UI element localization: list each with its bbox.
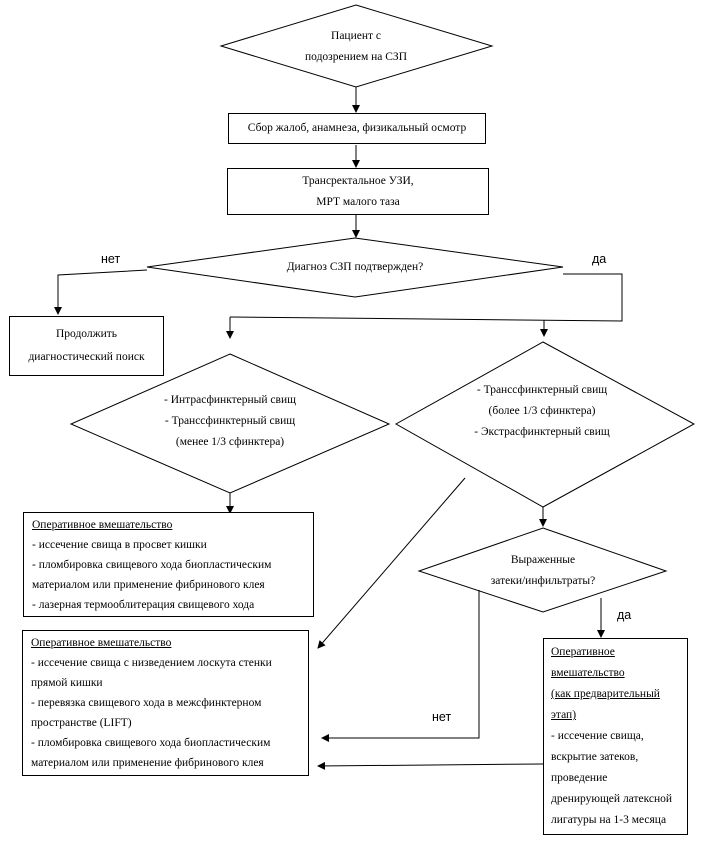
imaging-line-2: МРТ малого таза (316, 195, 400, 208)
surgery-3-title-line: Оперативное (551, 646, 615, 658)
surgery-box-3: Оперативное вмешательство (как предварит… (543, 638, 688, 835)
surgery-3-item: вскрытие затеков, (551, 751, 639, 763)
decision-abscess-text: Выраженные затеки/инфильтраты? (491, 550, 595, 592)
surgery-2-item: - иссечение свища с низведением лоскута … (31, 657, 272, 669)
surgery-2-item: - пломбировка свищевого хода биопластиче… (31, 737, 271, 749)
surgery-1-item: - пломбировка свищевого хода биопластиче… (32, 559, 272, 571)
surgery-3-item: - иссечение свища, (551, 730, 644, 742)
decision1-yes-label: да (592, 252, 607, 266)
surgery-1-item: - лазерная термооблитерация свищевого хо… (32, 599, 255, 611)
surgery-1-item: материалом или применение фибринового кл… (32, 579, 265, 591)
imaging-box: Трансректальное УЗИ, МРТ малого таза (227, 168, 489, 215)
surgery-2-title: Оперативное вмешательство (31, 637, 172, 649)
decision-right-line-3: - Экстрасфинктерный свищ (474, 426, 610, 438)
surgery-2-item: пространстве (LIFT) (31, 717, 132, 729)
surgery-3-item: дренирующей латексной (551, 793, 673, 805)
decision-right-line-1: - Транссфинктерный свищ (476, 384, 608, 396)
continue-line-2: диагностический поиск (28, 351, 145, 363)
decision-left-line-1: - Интрасфинктерный свищ (164, 394, 296, 406)
history-exam-text: Сбор жалоб, анамнеза, физикальный осмотр (247, 122, 467, 134)
surgery-3-item: лигатуры на 1-3 месяца (551, 814, 667, 826)
surgery-3-title-line: этап) (551, 709, 577, 721)
decision-right-text: - Транссфинктерный свищ (более 1/3 сфинк… (474, 380, 610, 443)
decision-left-line-2: - Транссфинктерный свищ (164, 415, 296, 427)
surgery-box-1: Оперативное вмешательство - иссечение св… (23, 512, 314, 617)
surgery-1-title: Оперативное вмешательство (32, 519, 173, 531)
surgery-3-title-line: (как предварительный (551, 688, 660, 700)
history-exam-box: Сбор жалоб, анамнеза, физикальный осмотр (228, 113, 486, 144)
decision-right-line-2: (более 1/3 сфинктера) (488, 405, 596, 417)
decision-abscess-diamond (417, 527, 668, 613)
start-node: Пациент с подозрением на СЗП (305, 26, 407, 68)
start-line-1: Пациент с (331, 30, 381, 42)
decision-abscess-line-2: затеки/инфильтраты? (490, 575, 596, 587)
surgery-3-title-line: вмешательство (551, 667, 625, 679)
surgery-2-item: материалом или применение фибринового кл… (31, 757, 264, 769)
start-line-2: подозрением на СЗП (304, 51, 408, 63)
decision1-diamond (146, 237, 564, 298)
decision1-text: Диагноз СЗП подтвержден? (286, 261, 424, 273)
decision-abscess-no-label: нет (432, 710, 452, 724)
surgery-1-item: - иссечение свища в просвет кишки (32, 539, 207, 551)
decision-abscess-line-1: Выраженные (510, 554, 576, 566)
decision1-no-label: нет (101, 252, 121, 266)
continue-diagnostics-box: Продолжить диагностический поиск (9, 316, 164, 376)
continue-line-1: Продолжить (55, 328, 118, 340)
decision-abscess-yes-label: да (617, 608, 632, 622)
surgery-box-2: Оперативное вмешательство - иссечение св… (22, 630, 309, 776)
decision-left-line-3: (менее 1/3 сфинктера) (175, 436, 285, 448)
surgery-2-item: - перевязка свищевого хода в межсфинктер… (31, 697, 262, 709)
imaging-line-1: Трансректальное УЗИ, (302, 174, 414, 187)
decision-left-text: - Интрасфинктерный свищ - Транссфинктерн… (164, 390, 296, 453)
surgery-2-item: прямой кишки (31, 677, 103, 689)
surgery-3-item: проведение (551, 772, 608, 784)
